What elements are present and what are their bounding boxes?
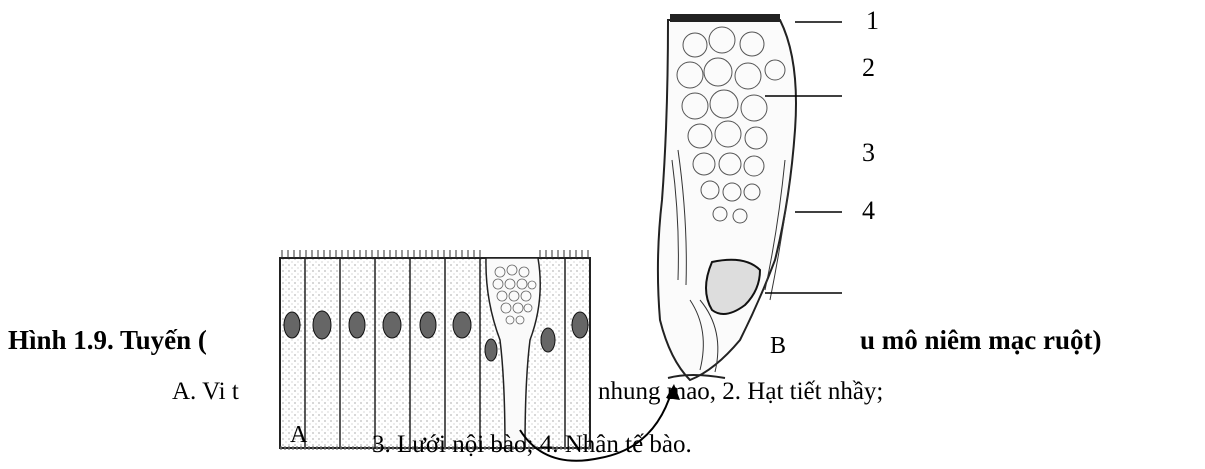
panel-label-b: B xyxy=(770,334,786,358)
legend-line-1-end: nhung mao, 2. Hạt tiết nhầy; xyxy=(598,379,883,404)
figure-title-end: u mô niêm mạc ruột) xyxy=(860,327,1101,354)
callout-number-2: 2 xyxy=(862,55,875,81)
callout-number-1: 1 xyxy=(866,8,879,34)
panel-label-a: A xyxy=(290,423,307,447)
goblet-cell-detail xyxy=(658,14,796,380)
epithelium-strip xyxy=(280,250,590,448)
legend-line-2: 3. Lưới nội bào; 4. Nhân tế bào. xyxy=(372,432,692,457)
callout-number-3: 3 xyxy=(862,140,875,166)
figure-title-start: Hình 1.9. Tuyến ( xyxy=(8,327,207,354)
legend-line-1-start: A. Vi t xyxy=(172,379,239,404)
callout-number-4: 4 xyxy=(862,198,875,224)
